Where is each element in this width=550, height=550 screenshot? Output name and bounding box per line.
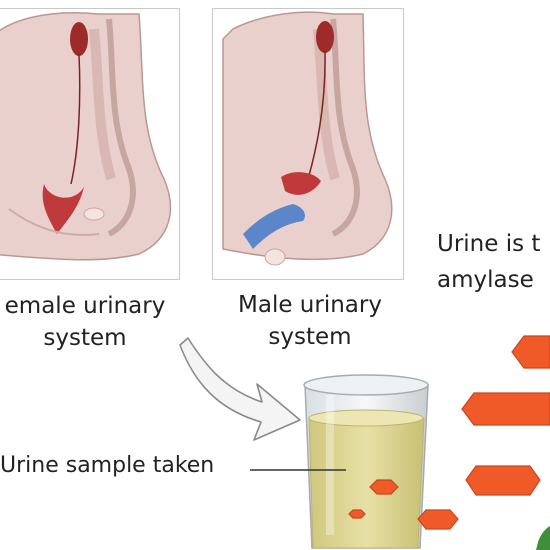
male-caption-line2: system xyxy=(268,324,352,350)
enzyme-icon xyxy=(461,392,550,426)
kidney-icon xyxy=(70,22,88,56)
note-line2: amylase xyxy=(437,267,534,293)
kidney-icon xyxy=(316,21,334,53)
enzyme-icon xyxy=(465,465,541,496)
female-caption-line1: emale urinary xyxy=(4,293,166,319)
enzyme-icon xyxy=(511,335,550,369)
male-caption-line1: Male urinary xyxy=(238,292,382,318)
female-anatomy-panel xyxy=(0,8,180,280)
male-anatomy-illustration xyxy=(213,9,403,279)
enzyme-shapes xyxy=(348,335,550,530)
enzyme-icon xyxy=(417,509,459,530)
note-line1: Urine is t xyxy=(437,231,541,257)
urine-beaker xyxy=(303,374,429,549)
sample-label: Urine sample taken xyxy=(0,453,215,478)
bladder-icon xyxy=(281,172,321,195)
plant-fragment xyxy=(536,526,550,550)
male-anatomy-panel xyxy=(212,8,404,280)
female-caption: emale urinary system xyxy=(0,290,200,354)
flow-arrow xyxy=(179,337,301,441)
amylase-note: Urine is t amylase xyxy=(437,226,540,298)
male-caption: Male urinary system xyxy=(200,289,420,353)
female-caption-line2: system xyxy=(43,325,127,351)
bladder-icon xyxy=(42,184,84,234)
enzyme-icon xyxy=(348,509,366,519)
urethra-icon xyxy=(243,204,305,249)
female-anatomy-illustration xyxy=(0,9,179,279)
enzyme-icon xyxy=(369,479,399,495)
